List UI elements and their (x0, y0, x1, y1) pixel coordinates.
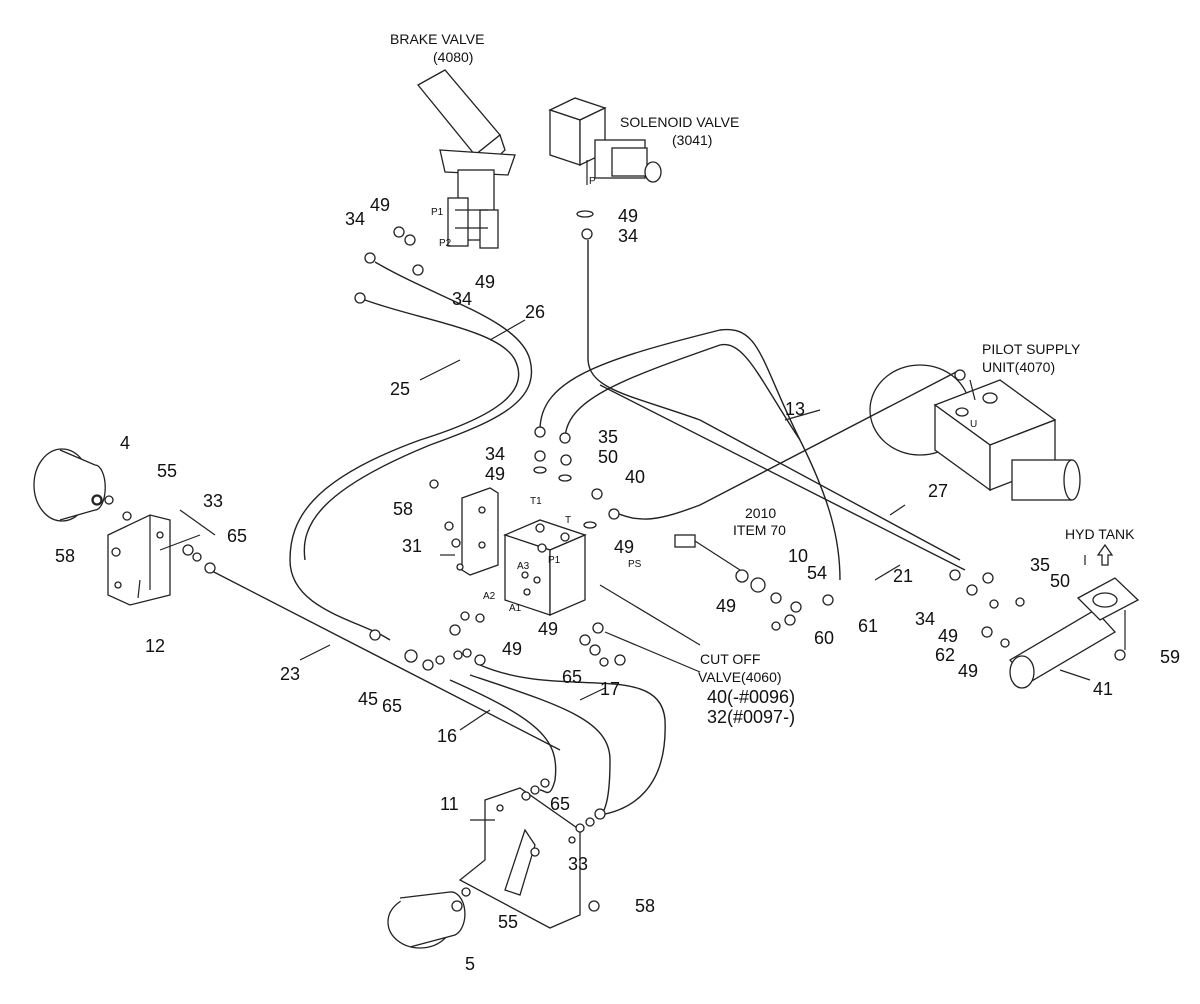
part-58-label: 58 (393, 499, 414, 519)
reference-line1-label: 2010 (745, 505, 777, 521)
port-ps: PS (628, 559, 642, 570)
accumulator-4-drawing (33, 448, 106, 522)
part-26-label: 26 (525, 302, 546, 322)
part-33-label: 33 (203, 491, 224, 511)
pilot-supply-unit-drawing (869, 364, 1081, 501)
hyd-tank-label: HYD TANK (1065, 526, 1135, 542)
part-27-label: 27 (928, 481, 949, 501)
part-65-label: 65 (550, 794, 571, 814)
part-40-label: 40 (625, 467, 646, 487)
port-p1-brake: P1 (431, 207, 444, 218)
part-49-label: 49 (370, 195, 391, 215)
part-54-label: 54 (807, 563, 828, 583)
part-34-label: 34 (485, 444, 506, 464)
part-16-label: 16 (437, 726, 458, 746)
port-t: T (565, 515, 572, 526)
part-58-label: 58 (55, 546, 76, 566)
part-55-label: 55 (157, 461, 178, 481)
part-65-label: 65 (562, 667, 583, 687)
variant-b-label: 32(#0097-) (707, 707, 796, 727)
part-5-label: 5 (465, 954, 476, 974)
port-p1-block: P1 (548, 555, 561, 566)
bracket-12-drawing (107, 514, 171, 606)
part-23-label: 23 (280, 664, 301, 684)
accumulator-5-drawing (387, 891, 466, 949)
part-45-label: 45 (358, 689, 379, 709)
return-pipe-41-drawing (1008, 577, 1140, 689)
solenoid-valve-drawing (548, 97, 662, 185)
part-34-label: 34 (345, 209, 366, 229)
part-13-label: 13 (785, 399, 806, 419)
part-62-label: 62 (935, 645, 956, 665)
part-50-label: 50 (1050, 571, 1071, 591)
hose-lines (209, 240, 966, 819)
part-49-label: 49 (475, 272, 496, 292)
part-12-label: 12 (145, 636, 166, 656)
part-4-label: 4 (120, 433, 131, 453)
brake-valve-code-label: (4080) (433, 49, 474, 65)
cut-off-valve-drawing (503, 519, 587, 616)
part-49-label: 49 (618, 206, 639, 226)
pilot-supply-name-label: PILOT SUPPLY (982, 341, 1081, 357)
port-p-solenoid: P (589, 176, 596, 187)
brake-valve-drawing (417, 69, 516, 249)
port-u: U (970, 419, 978, 430)
port-p2-brake: P2 (439, 238, 452, 249)
part-49-label: 49 (614, 537, 635, 557)
port-a1: A1 (509, 603, 522, 614)
part-49-label: 49 (485, 464, 506, 484)
part-11-label: 11 (440, 794, 459, 814)
leader-lines (137, 319, 1091, 821)
part-49-label: 49 (716, 596, 737, 616)
variant-a-label: 40(-#0096) (707, 687, 796, 707)
pilot-supply-code-label: UNIT(4070) (982, 359, 1056, 375)
part-55-label: 55 (498, 912, 519, 932)
fittings (92, 210, 1126, 912)
cut-off-valve-name-label: CUT OFF (700, 651, 761, 667)
part-34-label: 34 (915, 609, 936, 629)
part-33-label: 33 (568, 854, 589, 874)
part-65-label: 65 (227, 526, 248, 546)
part-59-label: 59 (1160, 647, 1181, 667)
part-50-label: 50 (598, 447, 619, 467)
part-31-label: 31 (402, 536, 423, 556)
brake-valve-name-label: BRAKE VALVE (390, 31, 485, 47)
solenoid-valve-code-label: (3041) (672, 132, 713, 148)
part-49-label: 49 (538, 619, 559, 639)
solenoid-valve-name-label: SOLENOID VALVE (620, 114, 740, 130)
bracket-31-drawing (456, 487, 499, 576)
cut-off-valve-code-label: VALVE(4060) (698, 669, 782, 685)
part-61-label: 61 (858, 616, 879, 636)
part-60-label: 60 (814, 628, 835, 648)
part-58-label: 58 (635, 896, 656, 916)
part-65-label: 65 (382, 696, 403, 716)
part-10-label: 10 (788, 546, 809, 566)
part-35-label: 35 (598, 427, 619, 447)
part-21-label: 21 (893, 566, 914, 586)
part-17-label: 17 (600, 679, 621, 699)
part-35-label: 35 (1030, 555, 1051, 575)
hyd-tank-arrow-icon (1096, 543, 1114, 566)
part-49-label: 49 (938, 626, 959, 646)
part-49-label: 49 (958, 661, 979, 681)
reference-line2-label: ITEM 70 (733, 522, 786, 538)
port-a3: A3 (517, 561, 530, 572)
part-34-label: 34 (618, 226, 639, 246)
part-49-label: 49 (502, 639, 523, 659)
part-34-label: 34 (452, 289, 473, 309)
part-41-label: 41 (1093, 679, 1114, 699)
port-a2: A2 (483, 591, 496, 602)
port-t1: T1 (530, 496, 542, 507)
part-25-label: 25 (390, 379, 411, 399)
